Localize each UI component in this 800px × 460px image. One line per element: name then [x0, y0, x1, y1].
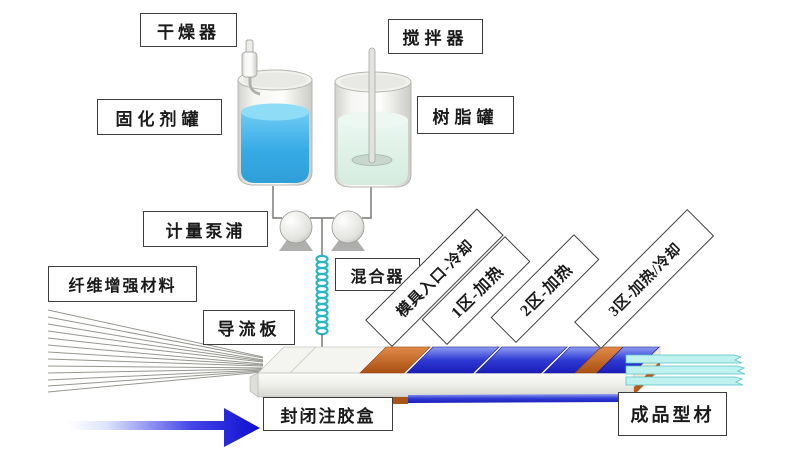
stirrer-rod-graphic [368, 47, 376, 164]
label-resin-tank: 树脂罐 [417, 96, 514, 134]
label-guide-plate: 导流板 [203, 310, 295, 345]
fiber-strands-graphic [47, 309, 264, 393]
dryer-device-graphic [241, 39, 261, 96]
label-curing-agent-tank: 固化剂罐 [97, 99, 222, 135]
label-fiber-reinforcement: 纤维增强材料 [48, 266, 197, 302]
zone1-heating [406, 346, 500, 374]
label-finished-profile: 成品型材 [618, 392, 727, 436]
zone2-heating [475, 346, 568, 374]
metering-pumps-graphic [279, 210, 365, 251]
bottom-heating-strip [408, 394, 620, 403]
label-dryer: 干燥器 [140, 13, 237, 47]
heating-zones-graphic [359, 346, 660, 374]
label-injection-box: 封闭注胶盒 [263, 397, 393, 431]
flow-direction-arrow [68, 408, 260, 447]
curing-agent-liquid [241, 112, 309, 183]
resin-tank-graphic [334, 47, 412, 188]
guide-plate-graphic [249, 372, 259, 398]
curing-agent-tank-graphic [237, 69, 313, 186]
label-metering-pump: 计量泵浦 [143, 211, 268, 247]
pipes-graphic [272, 186, 372, 257]
zone-mold-entrance-cooling [359, 346, 431, 374]
label-stirrer: 搅拌器 [388, 19, 483, 54]
finished-profile-graphic [625, 354, 746, 386]
static-mixer-coil-graphic [315, 254, 329, 336]
